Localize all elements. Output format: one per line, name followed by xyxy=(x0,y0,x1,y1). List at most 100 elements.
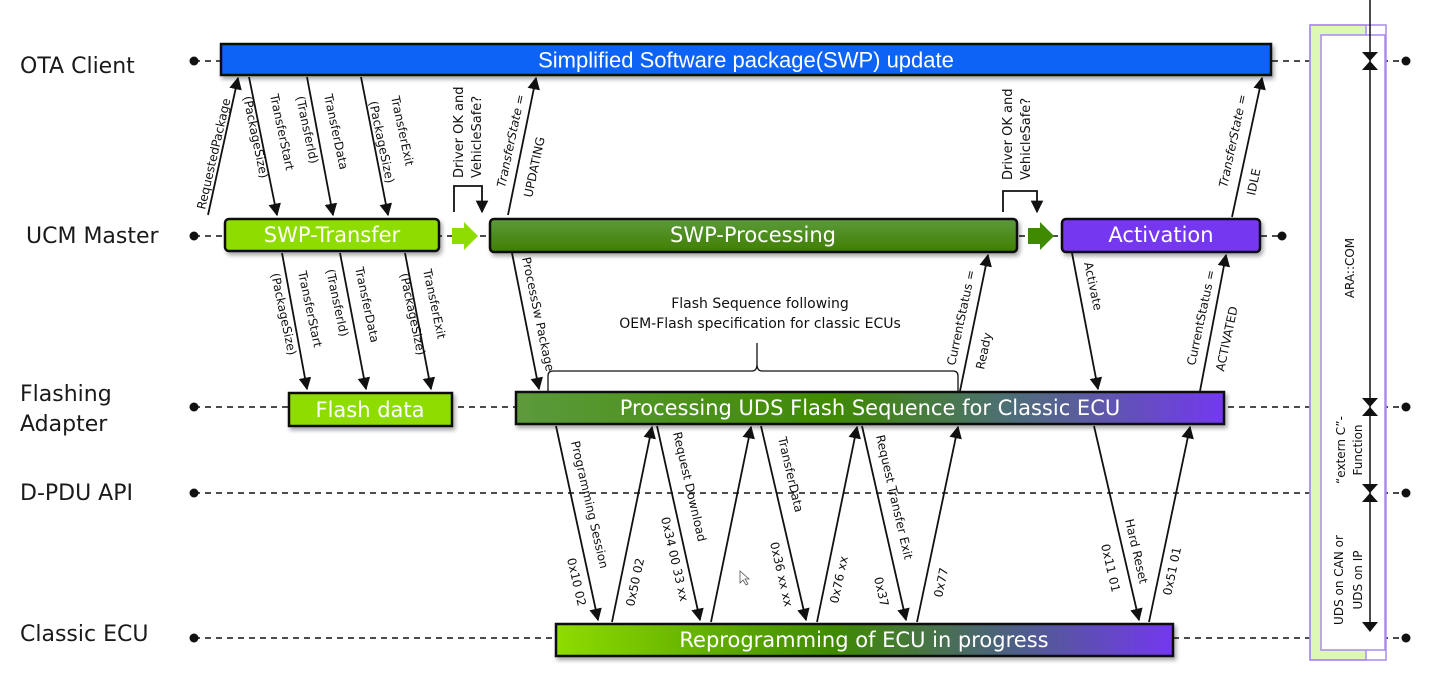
msg-requested-package: RequestedPackage xyxy=(194,97,233,211)
lifeline-end-dot xyxy=(1401,402,1411,412)
processing-uds-label: Processing UDS Flash Sequence for Classi… xyxy=(620,396,1120,420)
msg-driver-ok-2a: Driver OK and xyxy=(1001,89,1016,180)
ota-ucm-messages: RequestedPackage (PackageSize) TransferS… xyxy=(194,76,1266,218)
swp-processing-label: SWP-Processing xyxy=(670,223,836,247)
msg-code-5002: 0x50 02 xyxy=(623,557,647,608)
arrow-transfer-state-updating xyxy=(507,76,540,216)
msg-transfer-state-updating-b: UPDATING xyxy=(521,136,547,199)
lifeline-end-dot xyxy=(1401,488,1411,498)
msg-fa-transfer-start: TransferStart xyxy=(295,269,325,349)
msg-fa-transfer-id: (TransferId) xyxy=(323,268,351,338)
check-loop-2 xyxy=(1002,190,1044,214)
arrow-requested-package xyxy=(207,76,242,216)
arrow-activate xyxy=(1071,252,1103,391)
lifeline-start-dot xyxy=(189,231,199,241)
msg-code-1101: 0x11 01 xyxy=(1098,543,1123,594)
lifeline-end-dot xyxy=(1401,56,1411,66)
arrow-transfer-data xyxy=(760,425,810,622)
msg-current-status-ready-a: CurrentStatus = xyxy=(944,269,978,367)
activation-box: Activation xyxy=(1060,217,1262,254)
arrow-request-transfer-exit xyxy=(861,425,910,622)
msg-driver-ok-1a: Driver OK and xyxy=(452,87,467,178)
msg-programming-session: Programming Session xyxy=(568,440,611,570)
msg-transfer-state-idle-b: IDLE xyxy=(1244,167,1263,196)
flash-note-line1: Flash Sequence following xyxy=(671,296,849,312)
arrow-code-5002 xyxy=(611,425,656,623)
reprogramming-box: Reprogramming of ECU in progress xyxy=(554,622,1175,658)
msg-driver-ok-1b: VehicleSafe? xyxy=(470,96,485,178)
msg-code-37: 0x37 xyxy=(871,576,891,608)
msg-current-status-ready-b: Ready xyxy=(973,331,994,370)
mouse-cursor-icon xyxy=(739,570,751,586)
msg-code-77: 0x77 xyxy=(931,566,951,598)
check-loop-1 xyxy=(453,185,489,214)
msg-current-status-activated-b: ACTIVATED xyxy=(1213,305,1240,373)
msg-fa-package-size-1: (PackageSize) xyxy=(268,272,299,357)
arrow-fa-transfer-start xyxy=(281,252,312,391)
activation-label: Activation xyxy=(1108,223,1213,247)
msg-code-76: 0x76 xx xyxy=(827,555,851,605)
lifeline-start-dot xyxy=(189,488,199,498)
panel-inner xyxy=(1320,34,1386,651)
arrow-fa-transfer-exit xyxy=(404,252,436,391)
swp-transfer-label: SWP-Transfer xyxy=(264,223,401,247)
msg-package-size-1: (PackageSize) xyxy=(240,95,271,180)
ara-com-label: ARA::COM xyxy=(1343,238,1357,298)
lane-label-ota-client: OTA Client xyxy=(20,54,135,79)
interface-panel: ARA::COM “extern C”- Function UDS on CAN… xyxy=(1309,0,1387,661)
msg-fa-transfer-exit: TransferExit xyxy=(420,267,449,341)
msg-transfer-state-idle-a: TransferState = xyxy=(1216,93,1249,189)
uds-messages: Programming Session 0x10 02 0x50 02 Requ… xyxy=(555,425,1194,623)
lane-label-classic-ecu: Classic ECU xyxy=(20,622,148,647)
arrow-hard-reset xyxy=(1093,425,1143,622)
msg-hard-reset: Hard Reset xyxy=(1122,518,1151,586)
extern-c-label-1: “extern C”- xyxy=(1334,416,1348,484)
arrow-current-status-ready xyxy=(959,253,992,392)
lifeline-start-dot xyxy=(189,633,199,643)
flash-data-box: Flash data xyxy=(287,391,454,428)
arrow-transfer-exit xyxy=(360,76,393,217)
flash-sequence-note: Flash Sequence following OEM-Flash speci… xyxy=(547,296,959,392)
arrow-current-status-activated xyxy=(1199,253,1231,392)
flow-arrow-icon xyxy=(1028,222,1054,250)
arrow-transfer-data xyxy=(306,76,338,217)
swp-processing-box: SWP-Processing xyxy=(488,217,1019,254)
uds-label-1: UDS on CAN or xyxy=(1332,535,1346,625)
lane-label-ucm-master: UCM Master xyxy=(26,224,160,249)
arrow-code-77 xyxy=(916,425,962,623)
arrow-programming-session xyxy=(555,425,602,622)
swp-update-box: Simplified Software package(SWP) update xyxy=(219,42,1273,77)
swp-update-label: Simplified Software package(SWP) update xyxy=(538,48,954,73)
bowtie-marker xyxy=(1362,484,1378,502)
arrow-download-response xyxy=(710,425,755,623)
flash-data-label: Flash data xyxy=(315,398,424,422)
lifeline-end-dot xyxy=(1401,633,1411,643)
msg-transfer-data: TransferData xyxy=(321,92,351,171)
arrow-transfer-start xyxy=(248,76,281,217)
arrow-fa-transfer-data xyxy=(339,252,371,391)
lane-label-flashing-adapter-1: Flashing xyxy=(20,382,112,407)
msg-current-status-activated-a: CurrentStatus = xyxy=(1184,269,1218,367)
flow-arrow-icon xyxy=(452,222,478,250)
reprogramming-label: Reprogramming of ECU in progress xyxy=(679,628,1048,652)
msg-driver-ok-2b: VehicleSafe? xyxy=(1019,98,1034,180)
msg-activate: Activate xyxy=(1081,261,1105,312)
msg-request-transfer-exit: Request Transfer Exit xyxy=(873,434,915,562)
flash-note-line2: OEM-Flash specification for classic ECUs xyxy=(619,316,901,332)
lane-label-flashing-adapter-2: Adapter xyxy=(20,412,108,437)
arrow-process-sw-package xyxy=(511,252,543,391)
lane-label-dpdu-api: D-PDU API xyxy=(20,481,133,506)
extern-c-label-2: Function xyxy=(1351,424,1365,475)
arrow-request-download xyxy=(656,425,704,622)
arrow-transfer-state-idle xyxy=(1231,76,1266,218)
msg-transfer-start: TransferStart xyxy=(267,92,297,172)
arrow-code-76 xyxy=(816,425,861,623)
arrow-code-5101 xyxy=(1148,425,1194,623)
msg-uds-transfer-data: TransferData xyxy=(775,435,806,514)
lifeline-end-dot xyxy=(1277,231,1287,241)
processing-uds-box: Processing UDS Flash Sequence for Classi… xyxy=(514,390,1226,426)
swp-transfer-box: SWP-Transfer xyxy=(223,217,441,253)
msg-fa-transfer-data: TransferData xyxy=(352,265,382,344)
msg-request-download: Request Download xyxy=(670,431,709,543)
